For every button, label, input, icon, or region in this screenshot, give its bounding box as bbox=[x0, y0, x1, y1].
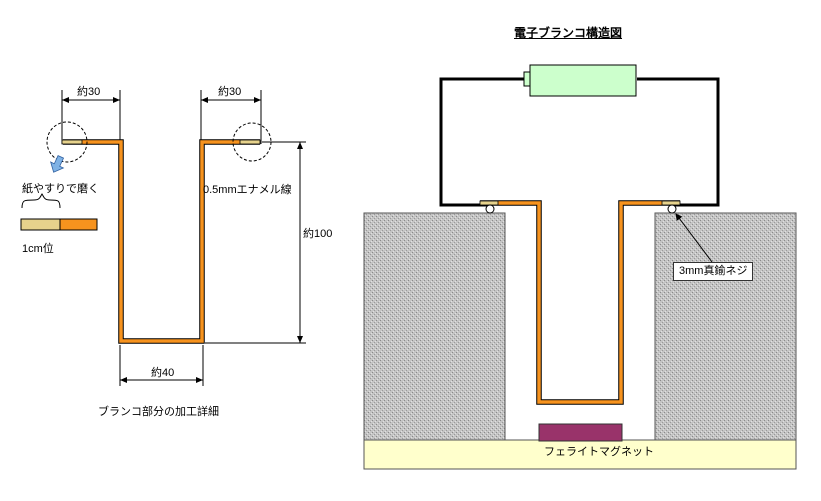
screw-callout-line bbox=[675, 213, 713, 263]
swing-wire bbox=[479, 200, 681, 405]
detail-caption: ブランコ部分の加工詳細 bbox=[98, 406, 219, 418]
blue-arrow-icon bbox=[50, 155, 65, 173]
dim-label-bottom: 約40 bbox=[151, 367, 175, 379]
wire-u-shape-detail bbox=[61, 139, 261, 344]
support-block-left bbox=[363, 212, 506, 441]
dimension-top-left bbox=[61, 90, 121, 144]
highlight-circle-right bbox=[232, 122, 272, 162]
magnet-label: フェライトマグネット bbox=[544, 446, 654, 458]
dim-label-top-left: 約30 bbox=[77, 86, 101, 98]
battery-icon bbox=[523, 64, 637, 97]
brace-icon bbox=[21, 193, 61, 209]
dimension-bottom bbox=[119, 345, 204, 386]
screw-label: 3mm真鍮ネジ bbox=[673, 262, 754, 281]
diagram-title: 電子ブランコ構造図 bbox=[514, 26, 623, 40]
circuit-wire bbox=[439, 77, 720, 207]
brass-screw-left bbox=[485, 204, 495, 214]
length-label: 1cm位 bbox=[22, 243, 54, 255]
dim-label-height: 約100 bbox=[303, 228, 333, 240]
dimension-height bbox=[205, 141, 306, 344]
brass-screw-right bbox=[667, 204, 677, 214]
sandpaper-label: 紙やすりで磨く bbox=[22, 183, 99, 195]
wire-spec-label: 0.5mmエナメル線 bbox=[203, 184, 292, 196]
ferrite-magnet bbox=[538, 423, 623, 442]
dimension-top-right bbox=[200, 90, 262, 144]
dim-label-top-right: 約30 bbox=[218, 86, 242, 98]
sample-wire bbox=[20, 218, 98, 231]
highlight-circle-left bbox=[46, 121, 88, 163]
support-block-right bbox=[654, 212, 797, 441]
base-plate bbox=[363, 439, 797, 470]
